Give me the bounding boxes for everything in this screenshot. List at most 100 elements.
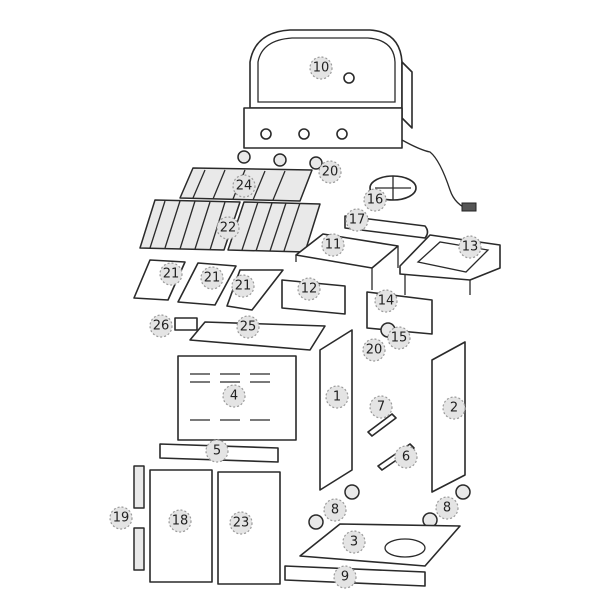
callout-number: 8 [443,501,451,516]
callout-circle [236,315,260,339]
callout-circle [149,314,173,338]
callout-circle [216,216,240,240]
callout-9: 9 [333,565,357,589]
part-door-handles [133,465,145,571]
callout-number: 26 [153,319,170,334]
callout-circle [168,509,192,533]
callout-25: 25 [236,315,260,339]
callout-number: 12 [301,282,318,297]
part-left-side-panel [319,329,353,491]
callout-number: 20 [322,165,339,180]
callout-circle [362,338,386,362]
callout-circle [387,326,411,350]
callout-number: 19 [113,511,130,526]
callout-15: 15 [387,326,411,350]
callout-number: 3 [350,535,358,550]
callout-14: 14 [374,289,398,313]
callout-number: 2 [450,401,458,416]
callout-number: 13 [462,240,479,255]
callout-circle [342,530,366,554]
callout-number: 6 [402,450,410,465]
callout-circle [229,511,253,535]
callout-circle [231,274,255,298]
callout-13: 13 [458,235,482,259]
callout-circle [333,565,357,589]
part-casters [308,484,471,530]
callout-number: 24 [236,179,253,194]
callout-8: 8 [323,498,347,522]
callout-circle [109,506,133,530]
callout-circle [442,396,466,420]
part-bracket-upper [367,413,397,437]
callout-circle [205,439,229,463]
callout-circle [374,289,398,313]
part-bottom-base [299,523,461,567]
callout-number: 20 [366,343,383,358]
callout-circle [458,235,482,259]
callout-16: 16 [363,188,387,212]
callout-number: 17 [349,213,366,228]
callout-circle [159,262,183,286]
callout-20: 20 [362,338,386,362]
callout-number: 25 [240,320,257,335]
callout-number: 8 [331,503,339,518]
callout-number: 15 [391,331,408,346]
callout-circle [232,174,256,198]
callout-circle [369,395,393,419]
callout-circle [297,277,321,301]
callout-17: 17 [345,208,369,232]
part-left-side-shelf [295,233,399,290]
callout-4: 4 [222,384,246,408]
callout-1: 1 [325,385,349,409]
callout-number: 7 [377,400,385,415]
callout-7: 7 [369,395,393,419]
callout-21: 21 [159,262,183,286]
part-right-side-burner-shelf [399,234,501,295]
callout-19: 19 [109,506,133,530]
callout-10: 10 [309,56,333,80]
callout-12: 12 [297,277,321,301]
callout-number: 21 [163,267,180,282]
callout-circle [318,160,342,184]
callout-3: 3 [342,530,366,554]
callout-number: 1 [333,390,341,405]
callout-20: 20 [318,160,342,184]
callout-2: 2 [442,396,466,420]
part-grease-cup [174,317,198,331]
callout-circle [321,233,345,257]
callout-24: 24 [232,174,256,198]
callout-number: 18 [172,514,189,529]
callout-number: 5 [213,444,221,459]
callout-number: 4 [230,389,238,404]
callout-number: 11 [325,238,342,253]
callout-circle [325,385,349,409]
callout-18: 18 [168,509,192,533]
callout-6: 6 [394,445,418,469]
callout-circle [323,498,347,522]
callout-number: 21 [204,271,221,286]
callout-circle [435,496,459,520]
callout-circle [345,208,369,232]
callout-26: 26 [149,314,173,338]
callout-number: 21 [235,279,252,294]
callout-number: 23 [233,516,250,531]
callout-23: 23 [229,511,253,535]
part-cooking-grates [139,199,321,253]
callout-circle [200,266,224,290]
part-knobs [237,150,323,170]
callout-circle [363,188,387,212]
callout-number: 10 [313,61,330,76]
callout-21: 21 [231,274,255,298]
callout-number: 16 [367,193,384,208]
callout-circle [222,384,246,408]
callout-8: 8 [435,496,459,520]
callout-21: 21 [200,266,224,290]
callout-circle [394,445,418,469]
part-grease-tray [189,321,326,351]
callout-22: 22 [216,216,240,240]
callout-number: 14 [378,294,395,309]
callout-5: 5 [205,439,229,463]
